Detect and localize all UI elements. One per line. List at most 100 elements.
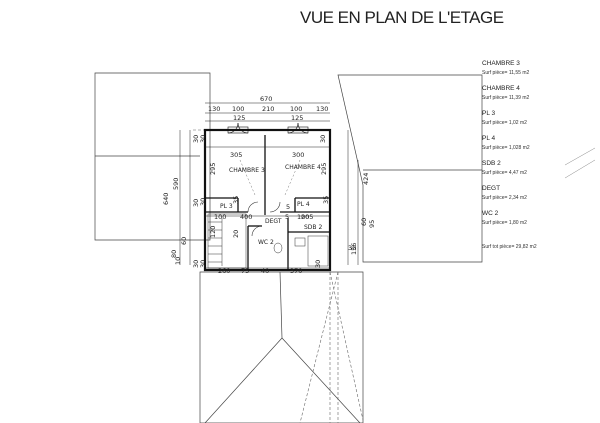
dimension-value: 370 (290, 267, 302, 275)
room-label-pl-3: PL 3 (220, 203, 233, 210)
roof-bottom-ridge-a (279, 271, 283, 339)
dimension-value: 125 (233, 114, 245, 122)
legend-room-surface: Surf pièce= 11,39 m2 (482, 95, 530, 101)
dimension-value: 295 (320, 163, 328, 175)
dimension-value: 30 (192, 260, 200, 268)
dimension-value: 125 (291, 114, 303, 122)
roof-outline (94, 72, 483, 423)
dimension-value: 95 (368, 220, 376, 228)
dimension-value: 205 (301, 213, 313, 221)
dimension-value: 156 (350, 243, 358, 255)
dimension-value: 35 (322, 196, 330, 204)
dimension-value: 670 (260, 95, 272, 103)
legend-room-surface: Surf pièce= 1,028 m2 (482, 145, 530, 151)
windows (227, 122, 309, 134)
dimension-value: 130 (208, 105, 220, 113)
dimension-value: 30 (192, 199, 200, 207)
interior-walls (205, 135, 330, 270)
exterior-sketch (564, 147, 596, 179)
dimension-value: 400 (240, 213, 252, 221)
legend-room-name: CHAMBRE 3 (482, 60, 520, 67)
dimension-value: 5 (286, 203, 290, 211)
legend-room-name: DEGT (482, 185, 501, 192)
sketch-line (564, 159, 596, 179)
dimension-values: 670 130 100 210 100 130 125 125 305 300 … (162, 95, 376, 275)
roof-left-outline (94, 72, 211, 241)
dimension-value: 120 (209, 226, 217, 238)
fixtures (273, 235, 329, 267)
dimension-value: 590 (172, 178, 180, 190)
sketch-line (564, 147, 596, 166)
dimension-value: 640 (162, 193, 170, 205)
window (287, 126, 309, 134)
dimension-value: 80 (170, 250, 178, 258)
legend-room-name: WC 2 (482, 210, 499, 217)
dimension-value: 100 (232, 105, 244, 113)
dimension-value: 30 (199, 198, 207, 206)
dimension-value: 100 (214, 213, 226, 221)
legend-room-name: PL 4 (482, 135, 496, 142)
dimension-value: 130 (316, 105, 328, 113)
dashed-line (329, 271, 364, 421)
legend-total-surface: Surf tot pièce= 29,82 m2 (482, 244, 537, 250)
exterior-wall (203, 128, 332, 272)
room-label-pl-4: PL 4 (297, 201, 310, 208)
legend-room-surface: Surf pièce= 11,55 m2 (482, 70, 530, 76)
interior-doors (247, 201, 281, 237)
door-swing (269, 201, 281, 213)
door-swing (227, 122, 239, 134)
door-swing (251, 225, 263, 237)
room-label-sdb-2: SDB 2 (304, 224, 322, 231)
roof-bottom-hip-right (281, 337, 361, 423)
dashed-line (299, 271, 339, 423)
dimension-value: 5 (285, 213, 289, 221)
dimension-value: 60 (180, 237, 188, 245)
dimension-value: 75 (241, 267, 249, 275)
dimension-value: 424 (362, 173, 370, 185)
surface-legend: CHAMBRE 3 Surf pièce= 11,55 m2 CHAMBRE 4… (482, 60, 597, 250)
plan-labels: CHAMBRE 3 CHAMBRE 4 PL 3 PL 4 DEGT SDB 2… (220, 164, 322, 246)
dimension-value: 30 (319, 135, 327, 143)
legend-room-surface: Surf pièce= 1,02 m2 (482, 120, 527, 126)
dimension-value: 30 (192, 135, 200, 143)
roof-bottom-hip-left (204, 337, 283, 423)
dimension-value: 100 (297, 213, 309, 221)
door-swing (237, 122, 249, 134)
dimension-value: 30 (348, 244, 356, 252)
dimension-value: 60 (360, 218, 368, 226)
dimension-value: 305 (230, 151, 242, 159)
room-label-chambre-4: CHAMBRE 4 (285, 164, 321, 171)
sink-icon (294, 237, 306, 247)
dimension-value: 35 (232, 196, 240, 204)
window (227, 126, 249, 134)
legend-room-surface: Surf pièce= 2,34 m2 (482, 195, 527, 201)
dimension-value: 30 (199, 135, 207, 143)
dimension-value: 20 (232, 230, 240, 238)
legend-room-name: CHAMBRE 4 (482, 85, 520, 92)
door-swing (287, 122, 299, 134)
roof-bottom-outline (199, 271, 364, 423)
dimension-value: 210 (262, 105, 274, 113)
legend-room-name: SDB 2 (482, 160, 501, 167)
room-label-degt: DEGT (265, 218, 282, 225)
page-title: VUE EN PLAN DE L'ETAGE (300, 8, 504, 27)
legend-room-surface: Surf pièce= 4,47 m2 (482, 170, 527, 176)
dimension-value: 30 (199, 260, 207, 268)
toilet-icon (273, 242, 283, 254)
dashed-line (239, 159, 256, 196)
dimension-lines (179, 102, 359, 269)
dimension-value: 295 (209, 163, 217, 175)
dimension-value: 260 (218, 267, 230, 275)
room-label-wc-2: WC 2 (258, 239, 274, 246)
room-label-chambre-3: CHAMBRE 3 (229, 167, 265, 174)
dimension-value: 100 (290, 105, 302, 113)
dimension-value: 40 (261, 267, 269, 275)
dimension-value: 30 (314, 260, 322, 268)
door-swing (247, 201, 259, 213)
legend-room-surface: Surf pièce= 1,80 m2 (482, 220, 527, 226)
legend-room-name: PL 3 (482, 110, 496, 117)
bathtub-icon (307, 235, 329, 267)
staircase (207, 213, 247, 269)
dimension-value: 300 (292, 151, 304, 159)
